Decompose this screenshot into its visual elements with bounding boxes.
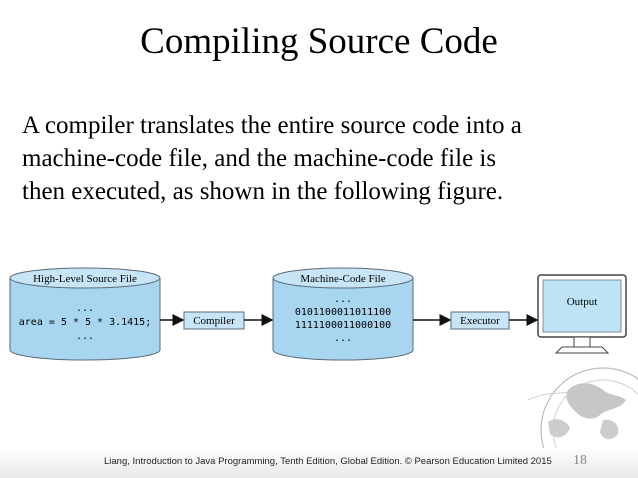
machine-code-line: ... [334, 333, 352, 344]
footer-citation: Liang, Introduction to Java Programming,… [104, 456, 552, 467]
output-label: Output [567, 296, 598, 308]
machine-file-cylinder: Machine-Code File ... 0101100011011100 1… [272, 267, 414, 361]
machine-file-label: Machine-Code File [300, 273, 385, 285]
compiler-label: Compiler [193, 315, 235, 327]
footer-bar [0, 448, 638, 478]
machine-code-line: 0101100011011100 [295, 307, 391, 318]
compile-diagram: High-Level Source File ... area = 5 * 5 … [9, 267, 627, 361]
compiler-box: Compiler [183, 311, 245, 330]
monitor-icon: Output [537, 274, 627, 354]
source-code-line: area = 5 * 5 * 3.1415; [19, 317, 151, 328]
executor-box: Executor [450, 311, 510, 330]
globe-icon [527, 367, 638, 455]
executor-label: Executor [460, 315, 500, 327]
source-file-cylinder: High-Level Source File ... area = 5 * 5 … [9, 267, 161, 361]
slide-title: Compiling Source Code [140, 21, 498, 62]
machine-code-line: 1111100011000100 [295, 320, 391, 331]
body-line: A compiler translates the entire source … [22, 112, 522, 139]
slide-body: A compiler translates the entire source … [22, 109, 622, 208]
source-code-line: ... [76, 303, 94, 314]
source-file-label: High-Level Source File [33, 273, 137, 285]
source-code-line: ... [76, 331, 94, 342]
body-line: machine-code file, and the machine-code … [22, 145, 497, 172]
body-line: then executed, as shown in the following… [22, 178, 504, 205]
machine-code-line: ... [334, 294, 352, 305]
page-number: 18 [573, 453, 587, 468]
